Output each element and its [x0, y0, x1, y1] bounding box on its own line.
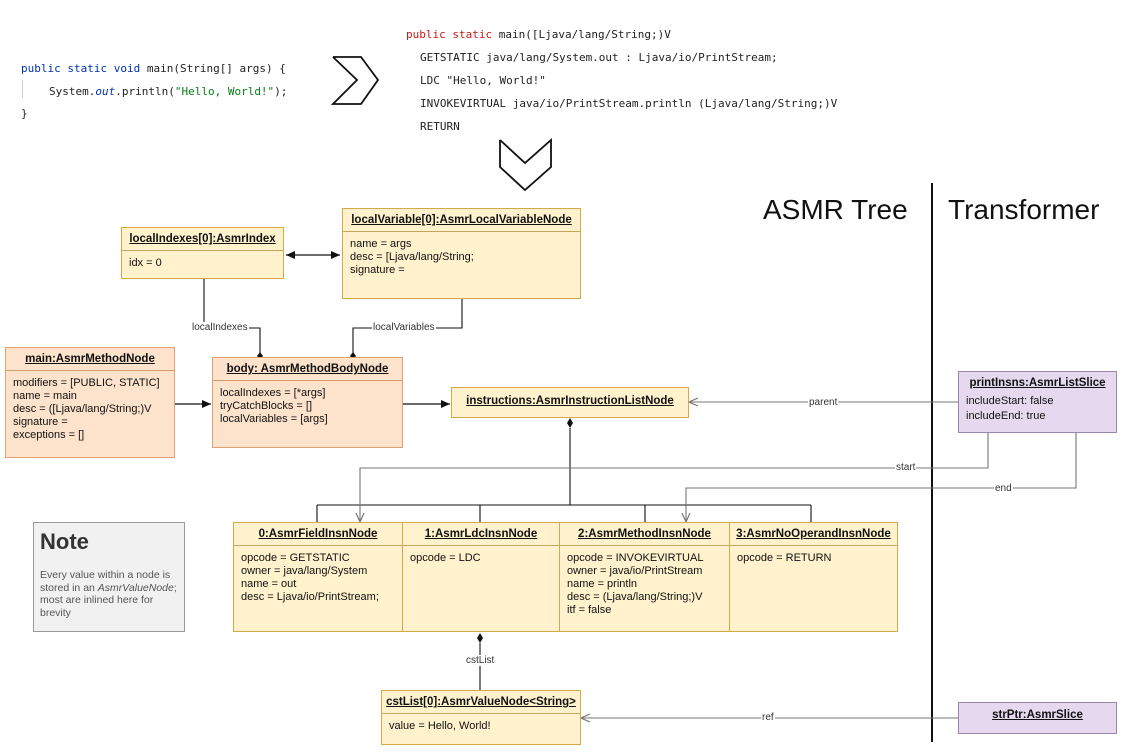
node-body: value = Hello, World! — [389, 720, 491, 732]
node-title: 1:AsmrLdcInsnNode — [424, 528, 538, 540]
node-title: body: AsmrMethodBodyNode — [226, 363, 389, 375]
node-body: name = args desc = [Ljava/lang/String; s… — [350, 238, 474, 276]
node-body: idx = 0 — [129, 257, 162, 269]
note-box: Note Every value within a node is stored… — [33, 522, 185, 632]
node-body: opcode = LDC — [410, 552, 481, 564]
node-title: 0:AsmrFieldInsnNode — [258, 528, 378, 540]
edge-localindexes — [203, 279, 261, 357]
node-insn-0[interactable]: 0:AsmrFieldInsnNode opcode = GETSTATIC o… — [233, 522, 403, 632]
node-title: 2:AsmrMethodInsnNode — [578, 528, 711, 540]
node-body: modifiers = [PUBLIC, STATIC] name = main… — [13, 377, 160, 441]
node-insn-3[interactable]: 3:AsmrNoOperandInsnNode opcode = RETURN — [729, 522, 898, 632]
node-instructions[interactable]: instructions:AsmrInstructionListNode — [451, 387, 689, 418]
source-indent-guide — [22, 80, 23, 98]
node-body: includeStart: false includeEnd: true — [966, 395, 1054, 422]
node-title: strPtr:AsmrSlice — [992, 709, 1083, 721]
node-body: localIndexes = [*args] tryCatchBlocks = … — [220, 387, 328, 425]
node-title: main:AsmrMethodNode — [25, 353, 155, 365]
node-insn-1[interactable]: 1:AsmrLdcInsnNode opcode = LDC — [402, 522, 560, 632]
node-title: 3:AsmrNoOperandInsnNode — [736, 528, 891, 540]
node-cstlist[interactable]: cstList[0]:AsmrValueNode<String> value =… — [381, 690, 581, 745]
node-localindexes[interactable]: localIndexes[0]:AsmrIndex idx = 0 — [121, 227, 284, 279]
node-printinsns[interactable]: printInsns:AsmrListSlice includeStart: f… — [958, 371, 1117, 433]
edge-label-parent: parent — [808, 397, 839, 408]
edge-label-start: start — [895, 462, 917, 473]
node-body[interactable]: body: AsmrMethodBodyNode localIndexes = … — [212, 357, 403, 448]
edge-end — [686, 433, 1077, 522]
transformer-title: Transformer — [948, 194, 1100, 225]
edge-label-localindexes: localIndexes — [191, 322, 249, 333]
bytecode-insn: INVOKEVIRTUAL java/io/PrintStream.printl… — [420, 97, 838, 110]
node-title: localIndexes[0]:AsmrIndex — [129, 233, 276, 245]
source-line-1: public static void main(String[] args) { — [21, 62, 286, 75]
bytecode-header: public static main([Ljava/lang/String;)V — [406, 28, 671, 41]
node-body: opcode = INVOKEVIRTUAL owner = java/io/P… — [567, 552, 704, 616]
diamond-instructions — [567, 418, 573, 428]
bytecode-insn: LDC "Hello, World!" — [420, 74, 546, 87]
source-line-2: System.out.println("Hello, World!"); — [49, 85, 288, 98]
node-title: cstList[0]:AsmrValueNode<String> — [386, 696, 576, 708]
down-chevron-icon — [499, 138, 552, 192]
node-localvariable[interactable]: localVariable[0]:AsmrLocalVariableNode n… — [342, 208, 581, 299]
node-title: printInsns:AsmrListSlice — [969, 377, 1106, 389]
node-title: localVariable[0]:AsmrLocalVariableNode — [351, 214, 572, 226]
note-text: Every value within a node is stored in a… — [40, 569, 177, 619]
diamond-cstlist — [477, 633, 483, 643]
edge-label-localvariables: localVariables — [372, 322, 436, 333]
asmr-tree-title: ASMR Tree — [763, 194, 908, 225]
node-insn-2[interactable]: 2:AsmrMethodInsnNode opcode = INVOKEVIRT… — [559, 522, 730, 632]
bytecode-insn: GETSTATIC java/lang/System.out : Ljava/i… — [420, 51, 778, 64]
node-strptr[interactable]: strPtr:AsmrSlice — [958, 702, 1117, 734]
node-body: opcode = GETSTATIC owner = java/lang/Sys… — [241, 552, 379, 603]
bytecode-insn: RETURN — [420, 120, 460, 133]
edge-start — [360, 433, 989, 522]
right-chevron-icon — [330, 56, 380, 105]
node-title: instructions:AsmrInstructionListNode — [466, 395, 674, 407]
note-title: Note — [40, 529, 89, 554]
edge-label-end: end — [994, 483, 1013, 494]
node-body: opcode = RETURN — [737, 552, 832, 564]
edge-label-cstlist: cstList — [465, 655, 496, 666]
node-main[interactable]: main:AsmrMethodNode modifiers = [PUBLIC,… — [5, 347, 175, 458]
source-line-3: } — [21, 107, 28, 120]
edge-label-ref: ref — [761, 712, 775, 723]
